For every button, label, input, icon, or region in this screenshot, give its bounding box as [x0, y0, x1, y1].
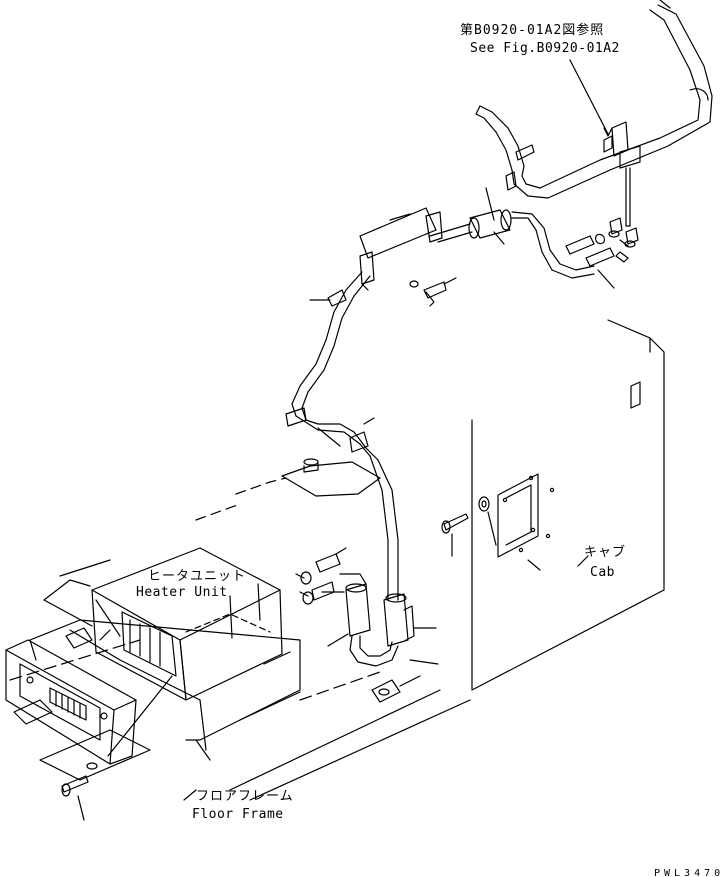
heater-en-label: Heater Unit [136, 585, 228, 600]
heater-base [29, 619, 301, 761]
cover-plate [497, 473, 555, 571]
upper-bolt [409, 277, 457, 307]
cab-panel [471, 319, 665, 691]
control-panel [5, 639, 151, 781]
filter-cylinder [468, 187, 512, 245]
reference-jp-label: 第B0920-01A2図参照 [460, 23, 605, 38]
floor-jp-label: フロアフレーム [196, 789, 294, 804]
drawing-code: PWL3470 [654, 868, 725, 877]
floor-frame [9, 477, 471, 801]
pipe-bracket-block [359, 207, 473, 291]
fittings-right [595, 217, 639, 263]
floor-en-label: Floor Frame [192, 807, 284, 822]
clamp-bracket [569, 59, 641, 227]
reference-en-label: See Fig.B0920-01A2 [470, 41, 620, 56]
hose-loop [511, 211, 615, 289]
leader-lines [183, 555, 589, 801]
lower-bolt [61, 675, 173, 821]
mount-bracket [281, 427, 381, 497]
vertical-hose [285, 271, 399, 601]
cab-jp-label: キャブ [584, 545, 627, 560]
screw-and-washer [441, 496, 497, 557]
heater-fittings [295, 547, 367, 605]
heater-jp-label: ヒータユニット [148, 569, 247, 584]
cab-en-label: Cab [590, 565, 615, 580]
lower-clamps [321, 583, 439, 667]
